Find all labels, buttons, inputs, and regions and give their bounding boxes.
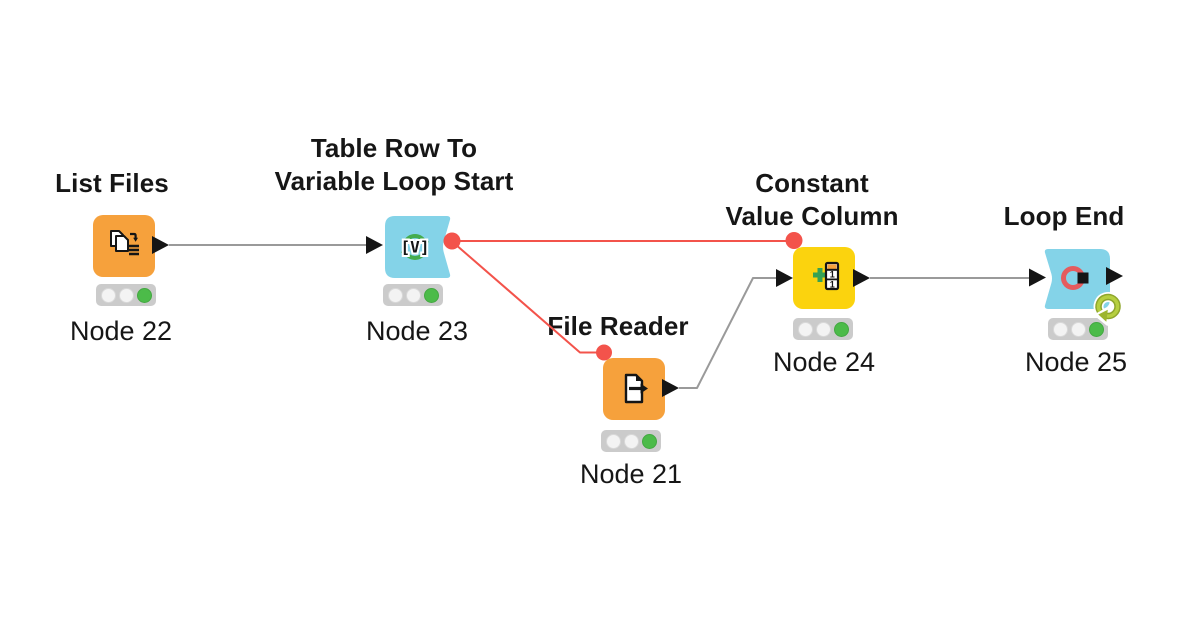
- node-loop-start[interactable]: [V]: [385, 216, 451, 278]
- status-traffic-light-node23: [383, 284, 443, 306]
- status-lamp-green: [641, 433, 657, 449]
- node-caption-node21: Node 21: [579, 459, 683, 489]
- input-port-node23[interactable]: [366, 236, 383, 254]
- node-constant-value-column[interactable]: 1 1: [793, 247, 855, 309]
- node-title-list-files: List Files: [55, 168, 169, 198]
- loop-end-collector-icon: [1061, 266, 1089, 290]
- status-lamp-red: [100, 287, 116, 303]
- input-port-node24[interactable]: [776, 269, 793, 287]
- status-lamp-yellow: [623, 433, 639, 449]
- status-traffic-light-node22: [96, 284, 156, 306]
- status-lamp-green: [833, 321, 849, 337]
- node-loop-end[interactable]: [1044, 249, 1110, 309]
- loop-variable-icon: [V]: [399, 234, 431, 260]
- stacked-files-list-icon: [110, 230, 139, 256]
- status-lamp-red: [387, 287, 403, 303]
- status-traffic-light-node25: [1048, 318, 1108, 340]
- add-column-icon: 1 1: [813, 261, 840, 291]
- node-title-loop-start: Table Row To Variable Loop Start: [274, 133, 514, 196]
- node-caption-node24: Node 24: [772, 347, 876, 377]
- node-caption-node23: Node 23: [365, 316, 469, 346]
- node-file-reader[interactable]: [603, 358, 665, 420]
- status-lamp-green: [1088, 321, 1104, 337]
- status-lamp-red: [797, 321, 813, 337]
- status-lamp-yellow: [405, 287, 421, 303]
- status-lamp-green: [136, 287, 152, 303]
- node-list-files[interactable]: [93, 215, 155, 277]
- file-read-arrow-icon: [624, 373, 648, 404]
- svg-text:1: 1: [830, 270, 835, 280]
- node-caption-node25: Node 25: [1024, 347, 1128, 377]
- status-lamp-yellow: [118, 287, 134, 303]
- svg-text:[V]: [V]: [401, 238, 430, 257]
- svg-text:1: 1: [830, 279, 835, 289]
- status-traffic-light-node21: [601, 430, 661, 452]
- loop-end-shape: [1044, 249, 1110, 309]
- node-title-constant-value-column: Constant Value Column: [725, 168, 899, 231]
- node-title-loop-end: Loop End: [1003, 201, 1125, 231]
- node-caption-node22: Node 22: [69, 316, 173, 346]
- status-lamp-red: [605, 433, 621, 449]
- status-lamp-red: [1052, 321, 1068, 337]
- status-lamp-green: [423, 287, 439, 303]
- loop-start-shape: [385, 216, 451, 278]
- status-traffic-light-node24: [793, 318, 853, 340]
- status-lamp-yellow: [1070, 321, 1086, 337]
- output-port-node24[interactable]: [853, 269, 870, 287]
- status-lamp-yellow: [815, 321, 831, 337]
